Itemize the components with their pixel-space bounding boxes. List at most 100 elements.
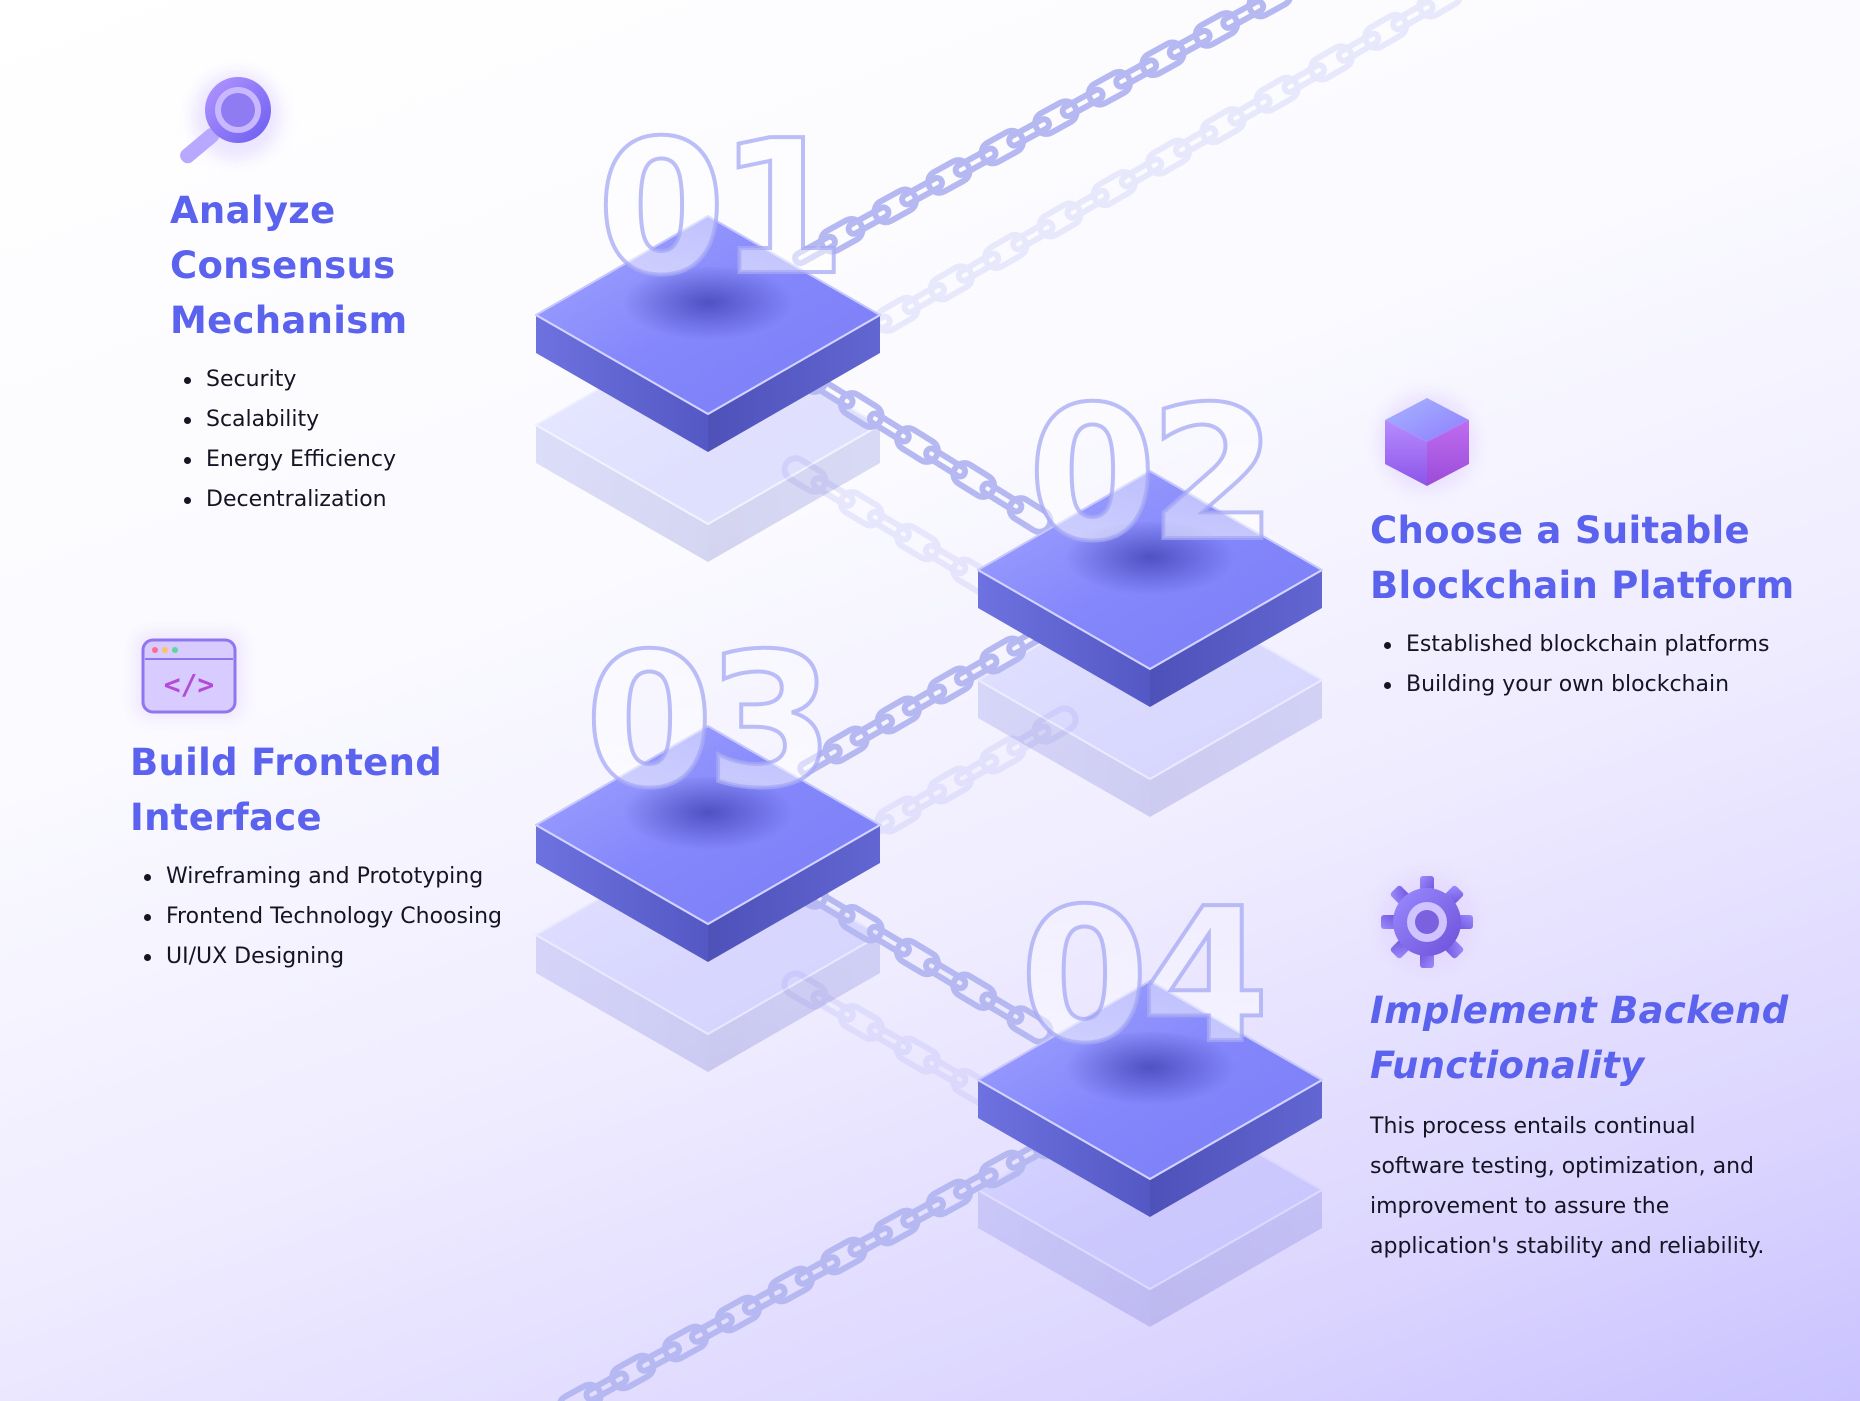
step-title-line-2: Functionality [1370,1044,1645,1087]
chain-link [979,635,1027,675]
chain-link [978,127,1026,167]
step-implement-backend: Implement Backend Functionality This pro… [1370,983,1830,1267]
chain-link [979,480,1025,515]
chain-link [741,1283,788,1316]
step-title: Build Frontend Interface [130,735,550,845]
chain-link [689,1312,735,1345]
chain-link [979,991,1025,1025]
chain-link [953,753,1000,787]
chain-link [925,157,973,196]
step-title: Choose a Suitable Blockchain Platform [1370,503,1830,613]
chain-link [874,695,922,735]
chain-link [952,1167,999,1200]
chain-link [556,1381,604,1401]
chain-link [893,1035,942,1075]
chain-link [1192,10,1241,49]
chain-link [1281,62,1327,96]
chain-link [894,425,941,465]
list-item: Building your own blockchain [1382,665,1830,705]
chain-link [1416,0,1464,20]
chain-link [1362,11,1410,51]
chain-link [1064,187,1110,221]
chain-link [1113,57,1160,90]
list-item: Energy Efficiency [182,440,550,480]
chain-link [1227,93,1273,127]
chain-link [609,1352,657,1392]
chain-2-3 [797,605,1079,777]
chain-link [1059,86,1106,120]
chain-link [955,250,1002,284]
list-item: Wireframing and Prototyping [142,857,550,897]
chain-link [837,1002,885,1043]
chain-link [1032,98,1080,137]
chain-link [950,971,998,1011]
chain-link [953,653,1000,687]
chain-link [1220,0,1267,31]
chain-link [894,522,941,563]
step-number-01: 01 [597,100,838,316]
chain-link [818,215,866,255]
chain-link [1036,200,1084,240]
chain-link [927,665,975,705]
chain-link [871,186,919,226]
step-title-line-1: Analyze Consensus [170,189,396,287]
chain-link [952,145,999,178]
chain-link [849,713,895,747]
bullet-list: Wireframing and Prototyping Frontend Tec… [130,857,550,977]
step-title-line-2: Mechanism [170,299,408,342]
chain-link [1390,0,1436,33]
chain-link [837,390,885,430]
chain-link [1010,219,1056,253]
cube-icon [1377,392,1477,492]
chain-link [979,735,1027,775]
chain-link [1253,74,1301,114]
chain-link [1173,124,1219,158]
step-title-line-1: Implement Backend [1370,989,1789,1032]
chain-link [901,683,948,717]
chain-top [792,0,1294,267]
chain-link [866,508,912,543]
step-title-line-2: Interface [130,796,322,839]
chain-link [1006,1005,1054,1045]
step-build-frontend: Build Frontend Interface Wireframing and… [130,735,550,977]
platforms [535,215,1323,1217]
magnifying-glass-icon [180,72,281,164]
chain-link [847,1225,894,1258]
chain-link [1006,116,1053,149]
chain-link [797,743,843,777]
step-title-line-2: Blockchain Platform [1370,564,1795,607]
chain-link [950,460,998,500]
step-description: This process entails continual software … [1370,1114,1765,1259]
list-item: Scalability [182,400,550,440]
chain-link [873,1207,921,1247]
chain-link [899,174,945,208]
chain-link [922,1054,969,1088]
chain-link [925,1178,974,1218]
chain-link [1090,169,1138,209]
step-numbers: 01 02 03 04 [583,98,1279,1086]
step-choose-platform: Choose a Suitable Blockchain Platform Es… [1370,503,1830,705]
chain-links [556,0,1294,1401]
bullet-list: Established blockchain platforms Buildin… [1370,625,1830,705]
platform-3 [535,725,881,962]
chain-link [927,765,975,805]
step-title-line-1: Choose a Suitable [1370,509,1750,552]
chain-link [636,1341,683,1374]
bullet-list: Security Scalability Energy Efficiency D… [170,360,550,520]
list-item: Frontend Technology Choosing [142,897,550,937]
step-number-02: 02 [1028,366,1269,582]
chain-link [837,489,885,529]
step-title: Analyze Consensus Mechanism [170,183,550,348]
chain-link [1118,156,1165,190]
chain-link [714,1294,762,1334]
chain-link [1006,495,1054,535]
chain-link [923,957,969,992]
chain-link [900,1196,946,1229]
chain-link [837,904,885,944]
chain-link [1199,106,1247,146]
gear-icon [1377,872,1477,972]
chain-link [866,1022,913,1056]
step-title-line-1: Build Frontend [130,741,442,784]
chain-link [894,937,941,978]
